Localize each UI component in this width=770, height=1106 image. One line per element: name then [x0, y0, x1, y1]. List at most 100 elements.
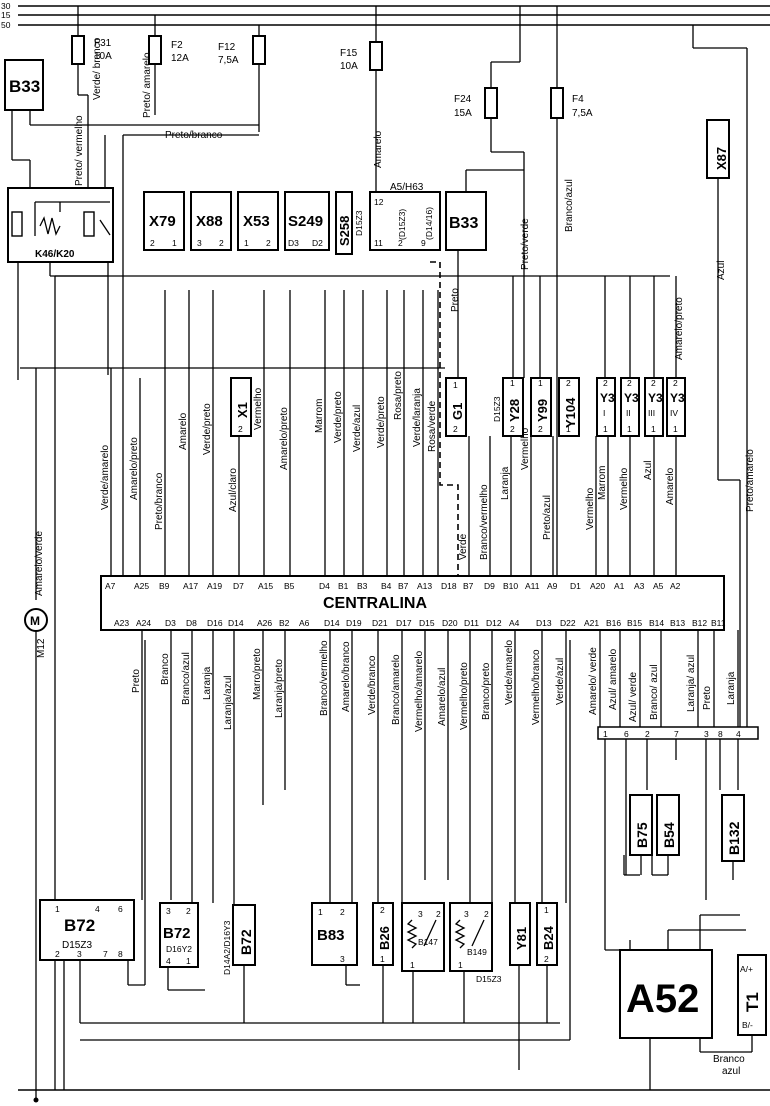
motor-m12-symbol: M [30, 614, 40, 628]
valve-y104 [558, 377, 580, 437]
svg-text:B33: B33 [449, 215, 478, 232]
wire-label-bottom: Verde/branco [367, 655, 378, 715]
ecu-box [100, 575, 725, 631]
svg-text:1: 1 [410, 960, 415, 970]
fuse-f24 [484, 87, 498, 119]
svg-text:D15Z3: D15Z3 [62, 940, 92, 951]
svg-text:1: 1 [318, 907, 323, 917]
wire-label-top: Verde/preto [376, 396, 387, 448]
ecu-top-pin: A11 [525, 581, 540, 591]
ecu-top-pin: D9 [484, 581, 495, 591]
connector-x53 [237, 191, 279, 251]
svg-text:1: 1 [55, 904, 60, 914]
svg-text:Y104: Y104 [563, 397, 578, 428]
fuse-f2-id: F2 [171, 40, 183, 51]
sensor-b72-d16y2 [159, 902, 199, 968]
wire-label-top: Marrom [314, 399, 325, 433]
sensor-b149 [449, 902, 493, 972]
wire-label-bottom: Amarelo/azul [437, 668, 448, 726]
ecu-top-pin: A20 [590, 581, 605, 591]
wire-label-right: Branco/ azul [649, 664, 660, 720]
svg-text:1: 1 [458, 960, 463, 970]
ecu-bottom-pin: A21 [584, 618, 599, 628]
wire-label-bottom: Marro/preto [252, 648, 263, 700]
svg-text:2: 2 [266, 238, 271, 248]
ecu-top-pin: A1 [614, 581, 625, 591]
svg-text:B54: B54 [661, 822, 677, 848]
fuse-f4-id: F4 [572, 94, 584, 105]
svg-text:D15Z3: D15Z3 [492, 396, 502, 422]
fuse-f31-rating: 10A [94, 51, 112, 62]
svg-text:Y81: Y81 [514, 927, 529, 950]
sensor-b33-mid [445, 191, 487, 251]
svg-text:3: 3 [418, 909, 423, 919]
wire-label-bottom: Laranja/azul [223, 676, 234, 730]
svg-text:2: 2 [566, 378, 571, 388]
ecu-bottom-pin: B12 [692, 618, 707, 628]
sensor-b83 [311, 902, 358, 966]
wire-label-top: Verde [458, 533, 469, 560]
motor-m12-id: M12 [36, 638, 47, 658]
ecu-top-pin: A9 [547, 581, 558, 591]
ecu-top-pin: B3 [357, 581, 368, 591]
wire-label-top: Vermelho [585, 487, 596, 530]
fuse-f4-rating: 7,5A [572, 108, 593, 119]
wire-label-top: Rosa/verde [427, 400, 438, 452]
connector-pin: 1 [603, 729, 608, 739]
ecu-top-pin: D18 [441, 581, 457, 591]
svg-text:B33: B33 [9, 77, 40, 96]
ecu-bottom-pin: D8 [186, 618, 197, 628]
svg-text:2: 2 [651, 378, 656, 388]
svg-text:1: 1 [673, 424, 678, 434]
injector-y3-i [596, 377, 616, 437]
sensor-b72-d15z3 [39, 899, 135, 961]
svg-text:IV: IV [670, 408, 678, 418]
ecu-bottom-pin: D20 [442, 618, 458, 628]
svg-text:2: 2 [219, 238, 224, 248]
svg-text:2: 2 [627, 378, 632, 388]
ecu-title: CENTRALINA [323, 595, 427, 612]
svg-text:2: 2 [603, 378, 608, 388]
svg-text:9: 9 [421, 238, 426, 248]
svg-text:1: 1 [510, 378, 515, 388]
ecu-top-pin: A17 [183, 581, 198, 591]
svg-text:12: 12 [374, 197, 384, 207]
wire-label-top: Vermelho [253, 387, 264, 430]
wire-label-bottom: Branco/azul [181, 652, 192, 705]
fuse-f12-rating: 7,5A [218, 55, 239, 66]
wire-right-trunk: Preto/amarelo [745, 449, 756, 512]
wire-label-right: Preto [702, 686, 713, 710]
svg-text:8: 8 [118, 949, 123, 959]
svg-text:D15Z3: D15Z3 [476, 974, 502, 984]
wire-label-top: Verde/preto [202, 403, 213, 455]
ecu-bottom-pin: B2 [279, 618, 290, 628]
ecu-top-pin: D4 [319, 581, 330, 591]
connector-pin: 3 [704, 729, 709, 739]
ecu-bottom-pin: B14 [649, 618, 664, 628]
wire-t1-label-1: Branco [713, 1054, 745, 1065]
fuse-f12 [252, 35, 266, 65]
connector-x1 [230, 377, 252, 437]
wire-label-top: Verde/azul [352, 405, 363, 452]
wire-label-bottom: Branco/amarelo [391, 654, 402, 725]
svg-text:1: 1 [244, 238, 249, 248]
connector-pin: 4 [736, 729, 741, 739]
wire-label-right: Laranja/ azul [686, 655, 697, 712]
wire-label-right: Azul/ amarelo [608, 648, 619, 710]
wire-label-top: Verde/laranja [412, 388, 423, 447]
ground-bus [18, 640, 770, 1103]
ecu-bottom-pin: D12 [486, 618, 502, 628]
svg-text:3: 3 [464, 909, 469, 919]
fuse-f15-rating: 10A [340, 61, 358, 72]
wire-f2-out: Preto/ amarelo [142, 52, 153, 118]
ecu-bottom-pin: B16 [606, 618, 621, 628]
ecu-bottom-pin: A24 [136, 618, 151, 628]
connector-pin: 8 [718, 729, 723, 739]
wire-label-top: Amarelo [665, 467, 676, 505]
fuse-f31 [71, 35, 85, 65]
svg-text:3: 3 [166, 906, 171, 916]
svg-text:D2: D2 [312, 238, 323, 248]
ecu-bottom-pin: D19 [346, 618, 362, 628]
